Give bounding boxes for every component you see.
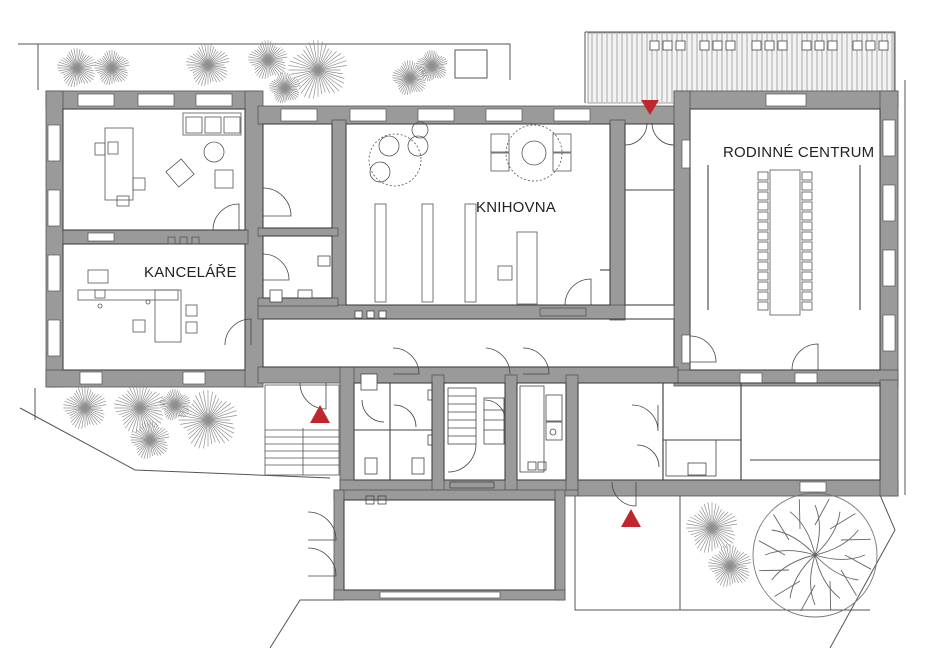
- chair: [801, 251, 813, 261]
- tree-icon: [178, 390, 237, 449]
- entrance-marker-bottom: [621, 509, 641, 527]
- walls: [45, 90, 899, 601]
- tree-icon: [114, 382, 166, 433]
- chair: [801, 231, 813, 241]
- chair: [757, 211, 769, 221]
- library-furniture: [368, 121, 587, 317]
- tree-icon: [94, 50, 130, 86]
- tree-icon: [269, 72, 301, 104]
- chair: [757, 241, 769, 251]
- tree-icon: [57, 48, 97, 88]
- tree-icon: [248, 40, 288, 80]
- doors: [212, 122, 819, 577]
- chair: [801, 301, 813, 311]
- room-label-knihovna: KNIHOVNA: [476, 199, 556, 216]
- tree-icon: [159, 389, 191, 421]
- service-fixtures: [364, 385, 717, 505]
- chair: [757, 201, 769, 211]
- tree-icon: [288, 40, 347, 99]
- tree-icon: [186, 43, 230, 86]
- chair: [757, 271, 769, 281]
- chair: [757, 301, 769, 311]
- tree-icon: [708, 544, 752, 587]
- chair: [757, 261, 769, 271]
- room-label-rodinne-centrum: RODINNÉ CENTRUM: [723, 144, 874, 161]
- entrance-marker-left: [310, 405, 330, 423]
- tree-icon: [392, 60, 428, 96]
- chair: [801, 281, 813, 291]
- conference-tables: [757, 169, 813, 316]
- chair: [757, 181, 769, 191]
- main-stair: [447, 387, 506, 489]
- office-furniture: [77, 112, 242, 343]
- chair: [801, 211, 813, 221]
- chair: [757, 231, 769, 241]
- chair: [801, 191, 813, 201]
- entrance-marker-top: [641, 100, 659, 115]
- chair: [801, 221, 813, 231]
- trees: [57, 40, 752, 587]
- corridor-furniture: [269, 255, 387, 391]
- chair: [757, 221, 769, 231]
- chair: [801, 291, 813, 301]
- chair: [801, 241, 813, 251]
- chair: [801, 181, 813, 191]
- chair: [757, 191, 769, 201]
- chair: [801, 261, 813, 271]
- room-label-kancelare: KANCELÁŘE: [144, 264, 237, 281]
- windows: [47, 93, 896, 599]
- chair: [757, 251, 769, 261]
- tree-icon: [130, 420, 170, 460]
- large-tree: [752, 492, 878, 618]
- chair: [801, 171, 813, 181]
- partitions: [62, 108, 881, 591]
- chair: [801, 201, 813, 211]
- site-outline: [18, 31, 906, 649]
- tree-icon: [416, 50, 448, 82]
- tree-icon: [63, 386, 107, 429]
- exterior-stairs: [264, 384, 340, 476]
- chair: [757, 291, 769, 301]
- tree-icon: [686, 502, 738, 553]
- chair: [757, 171, 769, 181]
- chair: [801, 271, 813, 281]
- chair: [757, 281, 769, 291]
